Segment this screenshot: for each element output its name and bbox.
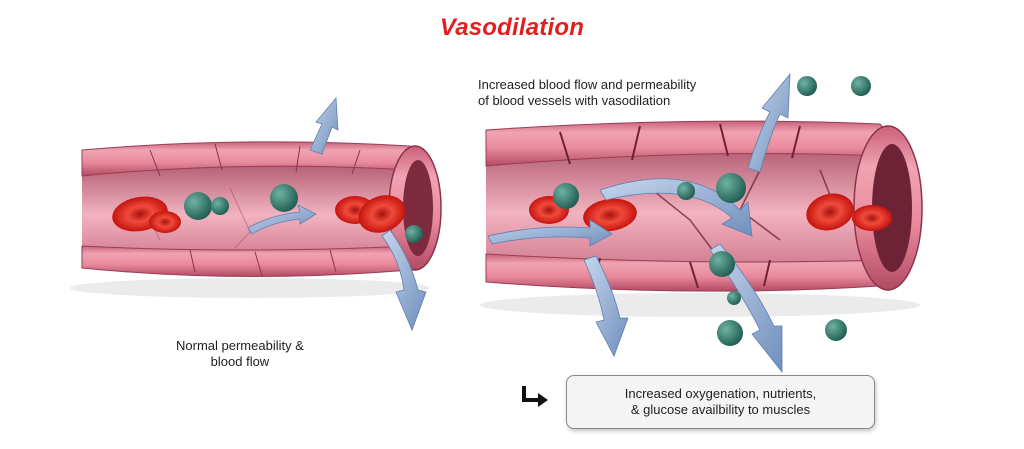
dilated-caption-line1: Increased blood flow and permeability [478, 77, 697, 92]
arrow-down-left [381, 229, 427, 332]
normal-caption-line2: blood flow [210, 354, 270, 369]
red-blood-cell [852, 205, 892, 231]
arrow-up-right [747, 72, 791, 173]
red-blood-cell [358, 195, 406, 233]
dilated-caption: Increased blood flow and permeability of… [478, 77, 696, 109]
normal-vessel [70, 141, 442, 298]
arrow-up-left [309, 96, 339, 155]
red-blood-cell [149, 211, 181, 233]
particle [184, 192, 212, 220]
arrow-left-cross [487, 219, 613, 247]
particle [716, 173, 746, 203]
result-box: Increased oxygenation, nutrients, & gluc… [566, 375, 875, 429]
arrow-down-right [709, 243, 783, 374]
dilated-caption-line2: of blood vessels with vasodilation [478, 93, 671, 108]
particle [727, 291, 741, 305]
particle [825, 319, 847, 341]
arrow-down-mid [583, 255, 629, 357]
arrow-left-flow [247, 204, 317, 235]
particle [211, 197, 229, 215]
flow-arrows [247, 72, 791, 374]
dilated-vessel [480, 120, 923, 317]
turn-right-arrow-icon [522, 386, 548, 407]
normal-caption-line1: Normal permeability & [176, 338, 304, 353]
result-line1: Increased oxygenation, nutrients, [624, 386, 817, 401]
particle [677, 182, 695, 200]
diagram-title: Vasodilation [439, 14, 585, 41]
particle [797, 76, 817, 96]
particle [709, 251, 735, 277]
particle [270, 184, 298, 212]
nutrient-particles [184, 76, 871, 346]
particle [405, 225, 423, 243]
particle [717, 320, 743, 346]
red-blood-cell [806, 193, 854, 231]
result-line2: & glucose availbility to muscles [630, 402, 811, 417]
arrow-curved-inner [599, 178, 753, 237]
particle [553, 183, 579, 209]
red-blood-cells [112, 193, 892, 233]
particle [851, 76, 871, 96]
normal-caption: Normal permeability & blood flow [176, 338, 304, 370]
red-blood-cell [583, 198, 637, 232]
